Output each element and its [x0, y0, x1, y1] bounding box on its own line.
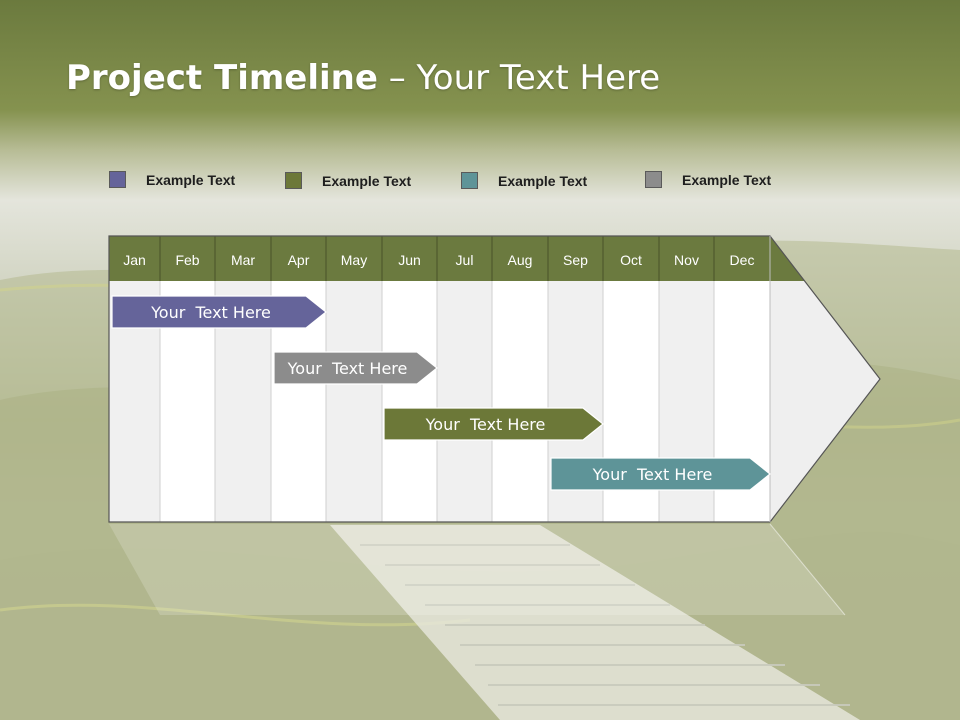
month-header-cell	[160, 236, 215, 281]
month-label: Mar	[231, 252, 255, 268]
timeline-arrowhead	[770, 236, 880, 522]
month-label: Feb	[175, 252, 199, 268]
legend-swatch-2	[285, 172, 302, 189]
timeline-reflection	[109, 524, 845, 615]
reflection-edge	[769, 523, 846, 616]
month-label: Aug	[508, 252, 533, 268]
legend-swatch-4	[645, 171, 662, 188]
task-bar	[111, 295, 327, 329]
legend-swatch-3	[461, 172, 478, 189]
month-column	[492, 281, 548, 522]
month-column	[326, 281, 382, 522]
title-main: Project Timeline	[66, 58, 378, 98]
timeline-outline	[108, 235, 881, 523]
task-bar	[383, 407, 604, 441]
legend-label-3: Example Text	[498, 173, 588, 189]
month-header-cell	[382, 236, 437, 281]
task-bar-label: Your Text Here	[425, 415, 546, 434]
month-header-cell	[714, 236, 770, 281]
page-title: Project Timeline – Your Text Here	[66, 58, 660, 98]
month-label: May	[341, 252, 367, 268]
legend-label-2: Example Text	[322, 173, 412, 189]
month-column	[437, 281, 492, 522]
task-bar-label: Your Text Here	[287, 359, 408, 378]
month-header-cell	[492, 236, 548, 281]
task-bar-label: Your Text Here	[150, 303, 271, 322]
month-label: Dec	[730, 252, 755, 268]
month-header-cell	[271, 236, 326, 281]
month-label: Jan	[123, 252, 146, 268]
month-label: Nov	[674, 252, 699, 268]
month-header-cell	[215, 236, 271, 281]
month-header-cell	[603, 236, 659, 281]
legend-swatch-1	[109, 171, 126, 188]
month-column	[382, 281, 437, 522]
month-header-cell	[659, 236, 714, 281]
month-label: Jun	[398, 252, 421, 268]
legend-label-4: Example Text	[682, 172, 772, 188]
task-bar	[550, 457, 771, 491]
month-label: Oct	[620, 252, 642, 268]
month-label: Jul	[456, 252, 474, 268]
month-header-cell	[437, 236, 492, 281]
task-bar	[273, 351, 438, 385]
task-bar-label: Your Text Here	[592, 465, 713, 484]
month-label: Apr	[288, 252, 310, 268]
month-header-cell	[109, 236, 160, 281]
month-header-cell	[548, 236, 603, 281]
legend-label-1: Example Text	[146, 172, 236, 188]
month-header-cell	[326, 236, 382, 281]
title-subtitle: – Your Text Here	[377, 58, 661, 98]
month-label: Sep	[563, 252, 588, 268]
